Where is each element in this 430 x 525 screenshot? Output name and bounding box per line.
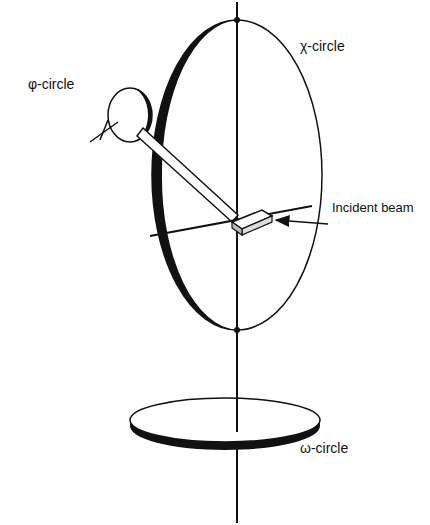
goniometer-arm — [137, 128, 238, 222]
chi-label: χ-circle — [300, 38, 345, 55]
crystal — [232, 210, 272, 235]
incident-beam-arrow — [276, 220, 328, 224]
omega-circle — [130, 398, 320, 450]
chi-circle — [152, 17, 322, 333]
phi-label: φ-circle — [28, 76, 74, 93]
omega-label: ω-circle — [300, 440, 348, 457]
beam-label: Incident beam — [332, 200, 414, 216]
